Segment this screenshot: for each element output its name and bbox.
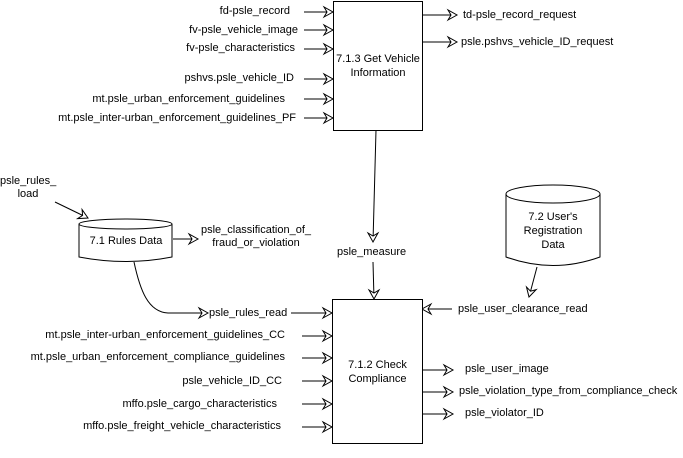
- arrowhead-rules-read-to-process: [321, 306, 334, 320]
- process-get-vehicle-information-label: 7.1.3 Get Vehicle Information: [336, 53, 420, 79]
- flow-label-rules-read: psle_rules_read: [209, 307, 288, 319]
- process-check-compliance-label: 7.1.2 Check Compliance: [348, 358, 407, 385]
- arrowhead-measure-lower: [367, 288, 381, 301]
- arrowhead-out-712-2: [442, 407, 455, 421]
- arrowhead-in-712-3: [321, 397, 334, 411]
- arrowhead-in-713-4: [322, 92, 335, 106]
- arrowhead-in-713-1: [322, 23, 335, 37]
- flow-label-in-712-0: mt.psle_inter-urban_enforcement_guidelin…: [45, 329, 285, 341]
- flow-line-measure-upper: [372, 129, 377, 243]
- flow-label-in-712-4: mffo.psle_freight_vehicle_characteristic…: [83, 420, 281, 432]
- arrowhead-in-713-3: [322, 72, 335, 86]
- flow-label-in-713-4: mt.psle_urban_enforcement_guidelines: [92, 93, 285, 105]
- process-check-compliance[interactable]: 7.1.2 Check Compliance: [332, 299, 423, 444]
- rules-data-store-shape: [78, 218, 173, 262]
- arrowhead-rules-read: [197, 306, 210, 320]
- arrowhead-out-713-1: [446, 35, 459, 49]
- rules-data-store-label: 7.1 Rules Data: [89, 235, 163, 247]
- arrowhead-user-clearance: [525, 285, 538, 298]
- arrowhead-in-713-5: [322, 111, 335, 125]
- flow-label-out-713-1: psle.pshvs_vehicle_ID_request: [461, 36, 614, 48]
- arrowhead-out-712-0: [442, 363, 455, 377]
- flow-label-in-713-2: fv-psle_characteristics: [186, 42, 295, 54]
- arrowhead-in-712-2: [321, 374, 334, 388]
- process-get-vehicle-information[interactable]: 7.1.3 Get Vehicle Information: [333, 1, 423, 131]
- arrowhead-in-712-1: [321, 351, 334, 365]
- flow-label-in-713-1: fv-psle_vehicle_image: [189, 24, 298, 36]
- arrowhead-out-712-1: [442, 385, 455, 399]
- flow-label-out-713-0: td-psle_record_request: [463, 9, 577, 21]
- arrowhead-in-713-2: [322, 42, 335, 56]
- user-registration-store[interactable]: 7.2 User's Registration Data: [520, 210, 586, 252]
- arrowhead-rules-load: [75, 207, 89, 220]
- flow-label-out-712-1: psle_violation_type_from_compliance_chec…: [459, 385, 678, 397]
- flow-label-in-713-0: fd-psle_record: [219, 5, 290, 17]
- flow-label-measure: psle_measure: [337, 246, 407, 258]
- arrowhead-classification: [187, 232, 200, 246]
- flow-label-in-712-2: psle_vehicle_ID_CC: [182, 375, 282, 387]
- flow-label-in-712-3: mffo.psle_cargo_characteristics: [122, 398, 277, 410]
- flow-label-classification: psle_classification_of_ fraud_or_violati…: [200, 224, 312, 249]
- flow-label-in-712-1: mt.psle_urban_enforcement_compliance_gui…: [30, 351, 285, 363]
- arrowhead-measure-upper: [366, 231, 380, 244]
- flow-label-in-713-3: pshvs.psle_vehicle_ID: [184, 72, 294, 84]
- arrowhead-out-713-0: [446, 8, 459, 22]
- flow-label-user-clearance-read: psle_user_clearance_read: [458, 303, 588, 315]
- rules-data-store[interactable]: 7.1 Rules Data: [80, 234, 172, 248]
- arrowhead-in-712-4: [321, 420, 334, 434]
- flow-label-in-713-5: mt.psle_inter-urban_enforcement_guidelin…: [58, 112, 296, 124]
- flow-line-rules-read: [133, 261, 208, 314]
- arrowhead-in-713-0: [322, 5, 335, 19]
- flow-label-out-712-2: psle_violator_ID: [465, 407, 544, 419]
- flow-label-out-712-0: psle_user_image: [465, 363, 549, 375]
- arrowhead-in-712-0: [321, 329, 334, 343]
- flow-label-rules-load: psle_rules_ load: [0, 175, 57, 200]
- arrowhead-clearance-to-process: [420, 302, 433, 316]
- user-registration-store-label: 7.2 User's Registration Data: [523, 211, 583, 251]
- user-registration-store-shape: [505, 184, 601, 266]
